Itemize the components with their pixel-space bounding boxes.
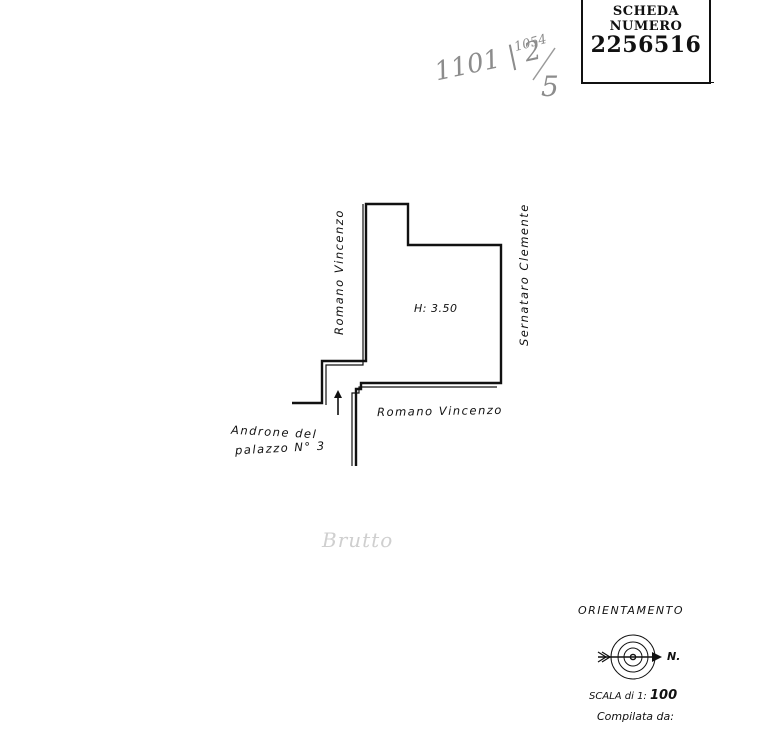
right-wall-owner-label: Sernataro Clemente	[517, 203, 531, 346]
handwritten-fraction-bottom: 5	[541, 70, 559, 103]
card-number-value: 2256516	[590, 32, 702, 58]
card-number-title: SCHEDA NUMERO	[609, 4, 683, 34]
left-wall-owner-label: Romano Vincenzo	[332, 209, 346, 335]
scale-value: 100	[650, 688, 678, 703]
compass-icon	[597, 634, 662, 680]
cadastral-card-stamp: SCHEDA NUMERO 2256516	[581, 0, 711, 84]
orientation-title: ORIENTAMENTO	[578, 604, 685, 617]
scale-prefix: SCALA di 1:	[589, 691, 647, 702]
stamp-corner-mark	[704, 82, 714, 83]
handwritten-fraction-bar	[532, 47, 556, 81]
entrance-wall-inner	[351, 386, 497, 466]
faded-stamp-impression: Brutto	[322, 528, 394, 552]
entrance-arrow-head	[334, 390, 342, 398]
handwritten-fraction-bottom-text: 5	[541, 70, 559, 103]
unit-boundary-inner	[325, 204, 364, 405]
bottom-wall-owner-label: Romano Vincenzo	[376, 402, 503, 420]
unit-boundary-outer	[292, 202, 503, 466]
compiled-by-label: Compilata da:	[597, 710, 674, 723]
north-label: N.	[667, 650, 681, 663]
ceiling-height-note: H: 3.50	[414, 302, 458, 315]
scale-label: SCALA di 1: 100	[589, 688, 677, 703]
